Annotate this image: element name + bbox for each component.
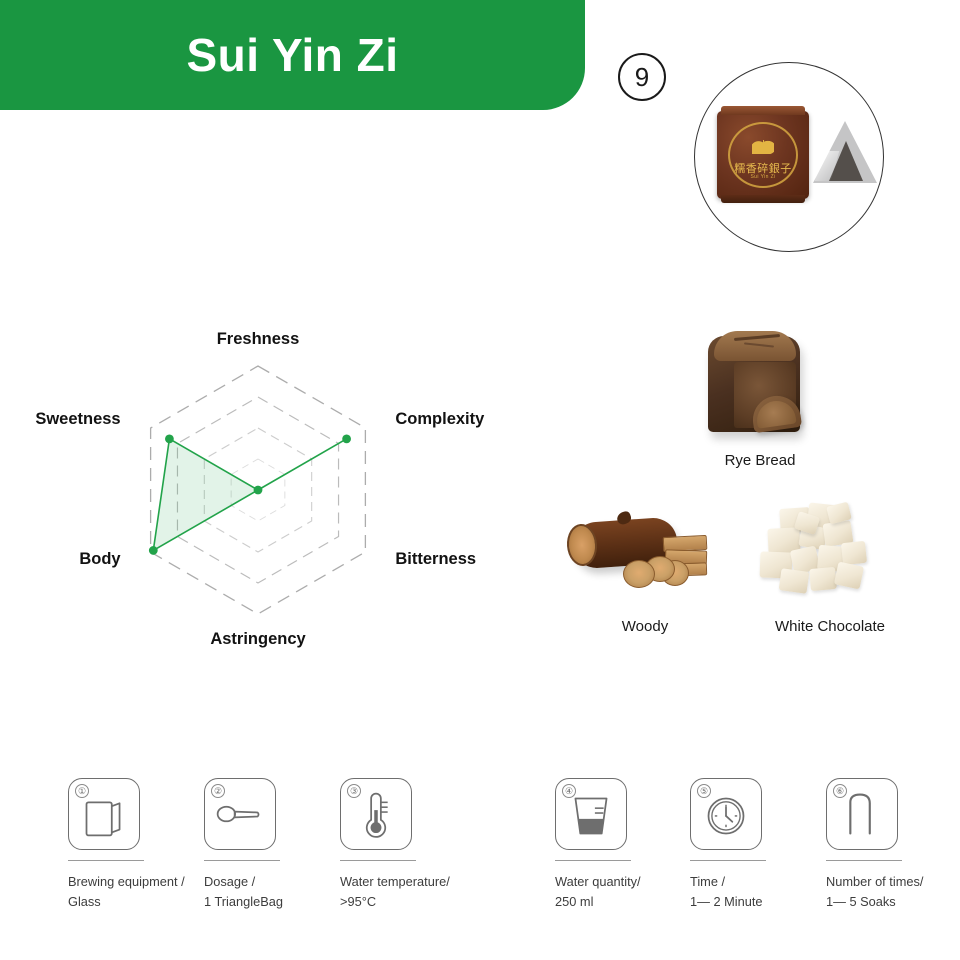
radar-axis-label-sweetness: Sweetness — [35, 410, 121, 428]
radar-svg — [148, 365, 367, 615]
sachet-gold-ring — [728, 122, 798, 188]
radar-point — [253, 485, 263, 495]
divider — [555, 860, 631, 862]
step-label-line1: Brewing equipment / — [68, 874, 185, 890]
divider — [690, 860, 766, 862]
brewing-step-water-temperature: ③ Water temperature/ >95°C — [340, 778, 490, 912]
white-chocolate-image — [750, 498, 910, 610]
tea-sachet-packet-icon: 糯香碎銀子 Sui Yin Zi — [717, 106, 809, 203]
step-number: ① — [75, 784, 89, 798]
divider — [826, 860, 902, 862]
flavour-note-white-chocolate: White Chocolate — [750, 498, 910, 635]
radar-axis-label-astringency: Astringency — [210, 630, 306, 648]
pyramid-teabag-icon — [813, 121, 877, 187]
flavour-radar-chart: Freshness Complexity Bitterness Astringe… — [0, 300, 520, 680]
step-label-line1: Water quantity/ — [555, 874, 641, 890]
divider — [68, 860, 144, 862]
bread-crust — [714, 331, 796, 361]
step-number: ⑥ — [833, 784, 847, 798]
beaker-icon: ④ — [555, 778, 627, 850]
step-label-line1: Number of times/ — [826, 874, 924, 890]
product-photo: 糯香碎銀子 Sui Yin Zi — [694, 62, 884, 252]
step-label-line2: 250 ml — [555, 894, 594, 910]
product-photo-stage: 糯香碎銀子 Sui Yin Zi — [695, 63, 883, 251]
spoon-icon: ② — [204, 778, 276, 850]
letter-n-icon: ⑥ — [826, 778, 898, 850]
radar-data-points — [148, 434, 351, 555]
radar-axis-label-freshness: Freshness — [216, 330, 300, 348]
tea-leaf-icon — [752, 133, 774, 154]
step-number: ⑤ — [697, 784, 711, 798]
radar-grid-ring — [149, 365, 367, 615]
step-number: ④ — [562, 784, 576, 798]
radar-point — [342, 434, 351, 444]
rye-bread-image — [680, 331, 840, 444]
step-label-line2: 1— 2 Minute — [690, 894, 763, 910]
flavour-label: White Chocolate — [774, 618, 886, 635]
chocolate-cube — [778, 568, 810, 594]
radar-axis-label-body: Body — [79, 550, 121, 568]
step-label-line2: Glass — [68, 894, 101, 910]
step-number: ③ — [347, 784, 361, 798]
title-banner: Sui Yin Zi — [0, 0, 585, 110]
step-label-line1: Water temperature/ — [340, 874, 450, 890]
spoon-glyph — [216, 805, 260, 823]
item-number-badge: 9 — [618, 53, 666, 101]
step-label-line1: Time / — [690, 874, 726, 890]
chocolate-cube — [840, 540, 868, 566]
woody-image — [565, 498, 725, 610]
sachet-chinese-text: 糯香碎銀子 — [734, 162, 792, 176]
bread-crack — [733, 334, 781, 341]
radar-axis-label-bitterness: Bitterness — [395, 550, 477, 568]
brewing-step-number-of-times: ⑥ Number of times/ 1— 5 Soaks — [826, 778, 960, 912]
flavour-label: Woody — [621, 618, 669, 635]
glass-cup-glyph — [85, 801, 121, 837]
clock-glyph — [707, 797, 745, 835]
beaker-glyph — [574, 797, 608, 835]
radar-point — [165, 434, 174, 444]
brewing-step-equipment: ① Brewing equipment / Glass — [68, 778, 218, 912]
glass-cup-icon: ① — [68, 778, 140, 850]
thermometer-glyph — [365, 792, 388, 838]
radar-axis-label-complexity: Complexity — [395, 410, 485, 428]
sachet-subtext: Sui Yin Zi — [750, 174, 776, 181]
brewing-step-dosage: ② Dosage / 1 TriangleBag — [204, 778, 354, 912]
bread-crack-2 — [743, 342, 775, 348]
step-label-line2: >95°C — [340, 894, 377, 910]
brewing-step-water-quantity: ④ Water quantity/ 250 ml — [555, 778, 705, 912]
radar-point — [148, 546, 158, 555]
brewing-step-time: ⑤ Time / 1— 2 Minute — [690, 778, 840, 912]
flavour-label: Rye Bread — [724, 452, 796, 469]
chocolate-cube — [833, 561, 865, 590]
chocolate-cube — [809, 566, 837, 592]
step-label-line2: 1— 5 Soaks — [826, 894, 896, 910]
flavour-note-rye-bread: Rye Bread — [680, 331, 840, 469]
clock-icon: ⑤ — [690, 778, 762, 850]
thermometer-icon: ③ — [340, 778, 412, 850]
wood-round — [623, 560, 655, 588]
divider — [204, 860, 280, 862]
page-title: Sui Yin Zi — [186, 29, 399, 81]
divider — [340, 860, 416, 862]
step-label-line2: 1 TriangleBag — [204, 894, 283, 910]
step-label-line1: Dosage / — [204, 874, 256, 890]
letter-n-glyph — [849, 793, 871, 835]
radar-area — [152, 438, 348, 552]
step-number: ② — [211, 784, 225, 798]
flavour-note-woody: Woody — [565, 498, 725, 635]
